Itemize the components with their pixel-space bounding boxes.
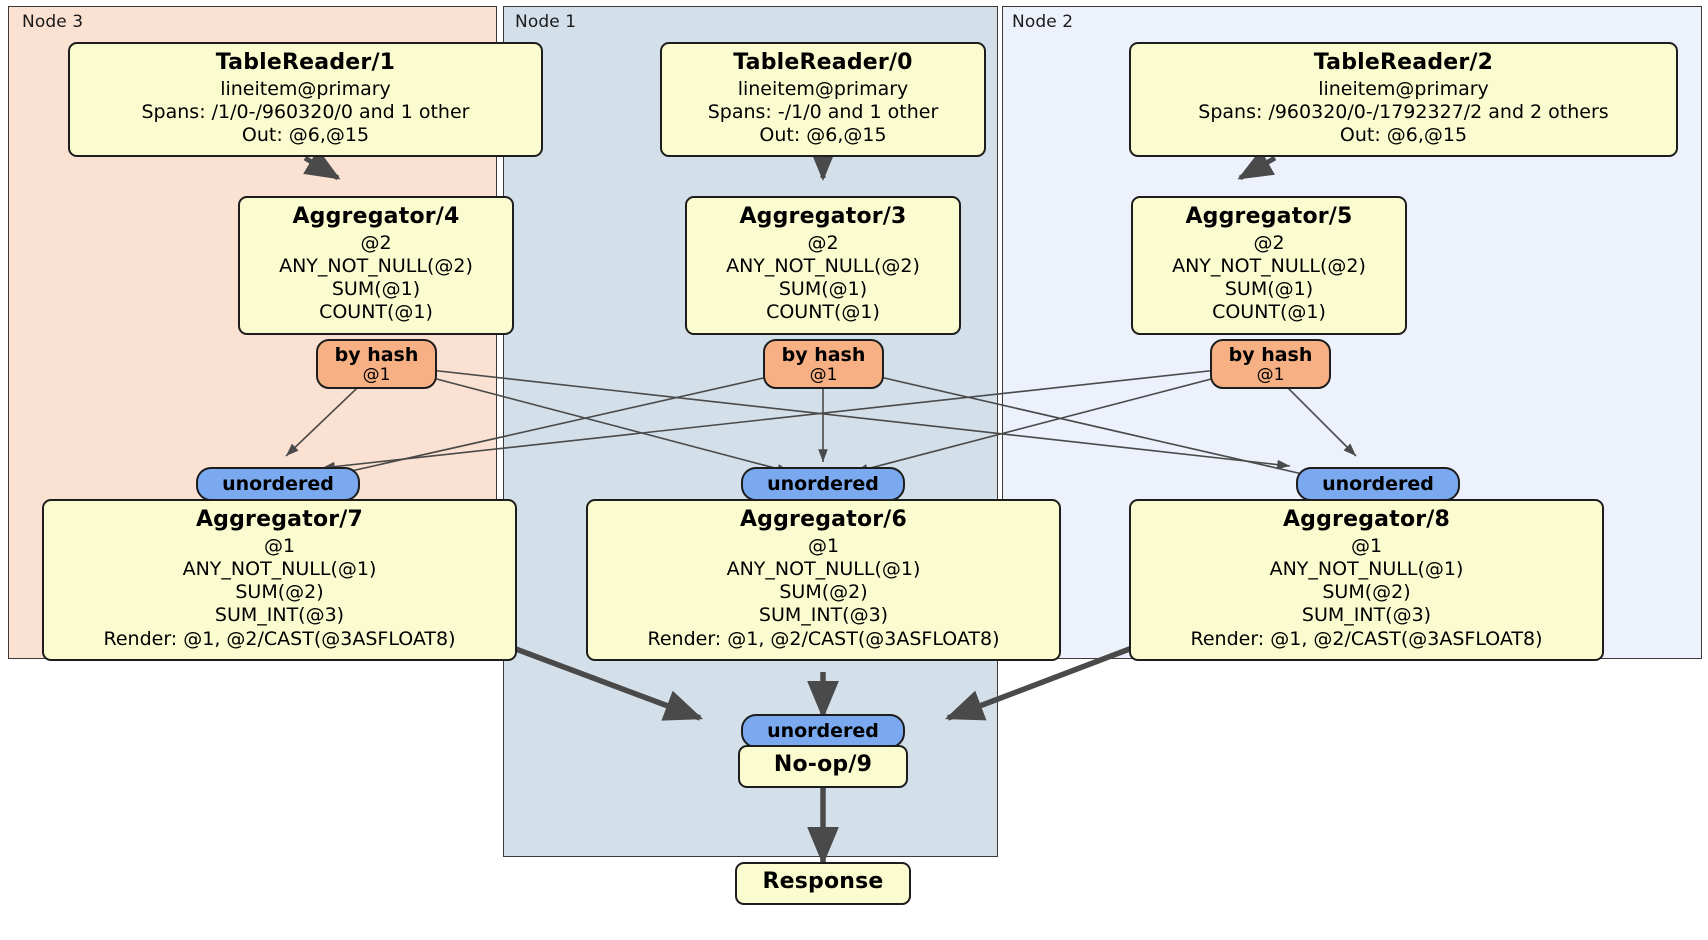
- router-value: @1: [809, 365, 838, 386]
- processor-detail: Render: @1, @2/CAST(@3ASFLOAT8): [647, 627, 1000, 650]
- processor-detail: COUNT(@1): [1212, 301, 1326, 324]
- node-label-node1: Node 1: [515, 12, 577, 32]
- processor-title: Aggregator/7: [195, 507, 364, 532]
- processor-aggregator-7[interactable]: Aggregator/7 @1 ANY_NOT_NULL(@1) SUM(@2)…: [42, 499, 517, 661]
- router-by-hash-mid[interactable]: by hash @1: [763, 339, 884, 389]
- synchronizer-label: unordered: [222, 473, 334, 495]
- processor-detail: lineitem@primary: [220, 77, 391, 100]
- processor-aggregator-8[interactable]: Aggregator/8 @1 ANY_NOT_NULL(@1) SUM(@2)…: [1129, 499, 1604, 661]
- processor-detail: Spans: -/1/0 and 1 other: [707, 101, 939, 123]
- processor-title: Aggregator/4: [292, 204, 460, 229]
- synchronizer-label: unordered: [767, 720, 879, 742]
- router-by-hash-left[interactable]: by hash @1: [316, 339, 437, 389]
- processor-aggregator-6[interactable]: Aggregator/6 @1 ANY_NOT_NULL(@1) SUM(@2)…: [586, 499, 1061, 661]
- processor-detail: SUM(@1): [778, 278, 868, 301]
- router-label: by hash: [1228, 344, 1313, 366]
- processor-detail: lineitem@primary: [737, 77, 909, 100]
- synchronizer-unordered-left[interactable]: unordered: [196, 467, 360, 501]
- router-value: @1: [362, 365, 391, 386]
- node-label-node3: Node 3: [22, 12, 84, 32]
- processor-detail: Out: @6,@15: [241, 124, 370, 147]
- router-value: @1: [1256, 365, 1285, 386]
- processor-title: Aggregator/5: [1185, 204, 1353, 229]
- processor-detail: COUNT(@1): [766, 301, 880, 324]
- processor-detail: SUM(@1): [331, 278, 421, 301]
- processor-detail: ANY_NOT_NULL(@1): [726, 558, 921, 580]
- processor-title: Aggregator/8: [1282, 507, 1451, 532]
- processor-detail: @2: [807, 231, 839, 254]
- synchronizer-label: unordered: [1322, 473, 1434, 495]
- processor-aggregator-5[interactable]: Aggregator/5 @2 ANY_NOT_NULL(@2) SUM(@1)…: [1131, 196, 1407, 335]
- processor-detail: @2: [360, 231, 392, 254]
- processor-detail: COUNT(@1): [319, 301, 433, 324]
- processor-title: Aggregator/6: [739, 507, 908, 532]
- processor-detail: Render: @1, @2/CAST(@3ASFLOAT8): [1190, 627, 1543, 650]
- processor-table-reader-2[interactable]: TableReader/2 lineitem@primary Spans: /9…: [1129, 42, 1678, 158]
- processor-title: TableReader/2: [1313, 50, 1494, 75]
- synchronizer-unordered-mid[interactable]: unordered: [741, 467, 905, 501]
- processor-detail: ANY_NOT_NULL(@2): [1172, 255, 1366, 277]
- processor-aggregator-3[interactable]: Aggregator/3 @2 ANY_NOT_NULL(@2) SUM(@1)…: [685, 196, 961, 335]
- processor-detail: lineitem@primary: [1318, 77, 1489, 100]
- synchronizer-label: unordered: [767, 473, 879, 495]
- processor-detail: SUM(@2): [779, 581, 868, 604]
- router-by-hash-right[interactable]: by hash @1: [1210, 339, 1331, 389]
- processor-aggregator-4[interactable]: Aggregator/4 @2 ANY_NOT_NULL(@2) SUM(@1)…: [238, 196, 514, 335]
- processor-detail: Out: @6,@15: [1339, 124, 1468, 147]
- processor-detail: Out: @6,@15: [759, 124, 887, 147]
- processor-detail: ANY_NOT_NULL(@2): [279, 255, 473, 277]
- processor-detail: SUM(@2): [1322, 581, 1411, 604]
- processor-detail: ANY_NOT_NULL(@1): [1269, 558, 1464, 580]
- processor-title: No-op/9: [773, 752, 873, 777]
- processor-detail: SUM(@1): [1224, 278, 1314, 301]
- processor-title: TableReader/0: [733, 50, 913, 75]
- synchronizer-unordered-final[interactable]: unordered: [741, 714, 905, 748]
- processor-detail: @1: [263, 534, 296, 557]
- processor-title: TableReader/1: [215, 50, 396, 75]
- processor-response[interactable]: Response: [735, 862, 911, 905]
- processor-detail: SUM(@2): [235, 581, 324, 604]
- processor-detail: ANY_NOT_NULL(@2): [726, 255, 920, 277]
- synchronizer-unordered-right[interactable]: unordered: [1296, 467, 1460, 501]
- processor-title: Aggregator/3: [739, 204, 907, 229]
- processor-detail: ANY_NOT_NULL(@1): [182, 558, 377, 580]
- processor-detail: Spans: /1/0-/960320/0 and 1 other: [141, 101, 470, 123]
- processor-detail: @2: [1253, 231, 1285, 254]
- processor-detail: SUM_INT(@3): [758, 604, 889, 627]
- node-label-node2: Node 2: [1012, 12, 1074, 32]
- router-label: by hash: [781, 344, 866, 366]
- processor-detail: @1: [807, 534, 840, 557]
- processor-table-reader-1[interactable]: TableReader/1 lineitem@primary Spans: /1…: [68, 42, 543, 158]
- router-label: by hash: [334, 344, 419, 366]
- processor-detail: SUM_INT(@3): [1301, 604, 1432, 627]
- processor-detail: @1: [1350, 534, 1383, 557]
- processor-detail: Render: @1, @2/CAST(@3ASFLOAT8): [103, 627, 456, 650]
- processor-title: Response: [762, 869, 884, 894]
- processor-detail: Spans: /960320/0-/1792327/2 and 2 others: [1198, 101, 1609, 123]
- processor-table-reader-0[interactable]: TableReader/0 lineitem@primary Spans: -/…: [660, 42, 986, 158]
- processor-noop-9[interactable]: No-op/9: [738, 745, 908, 788]
- processor-detail: SUM_INT(@3): [214, 604, 345, 627]
